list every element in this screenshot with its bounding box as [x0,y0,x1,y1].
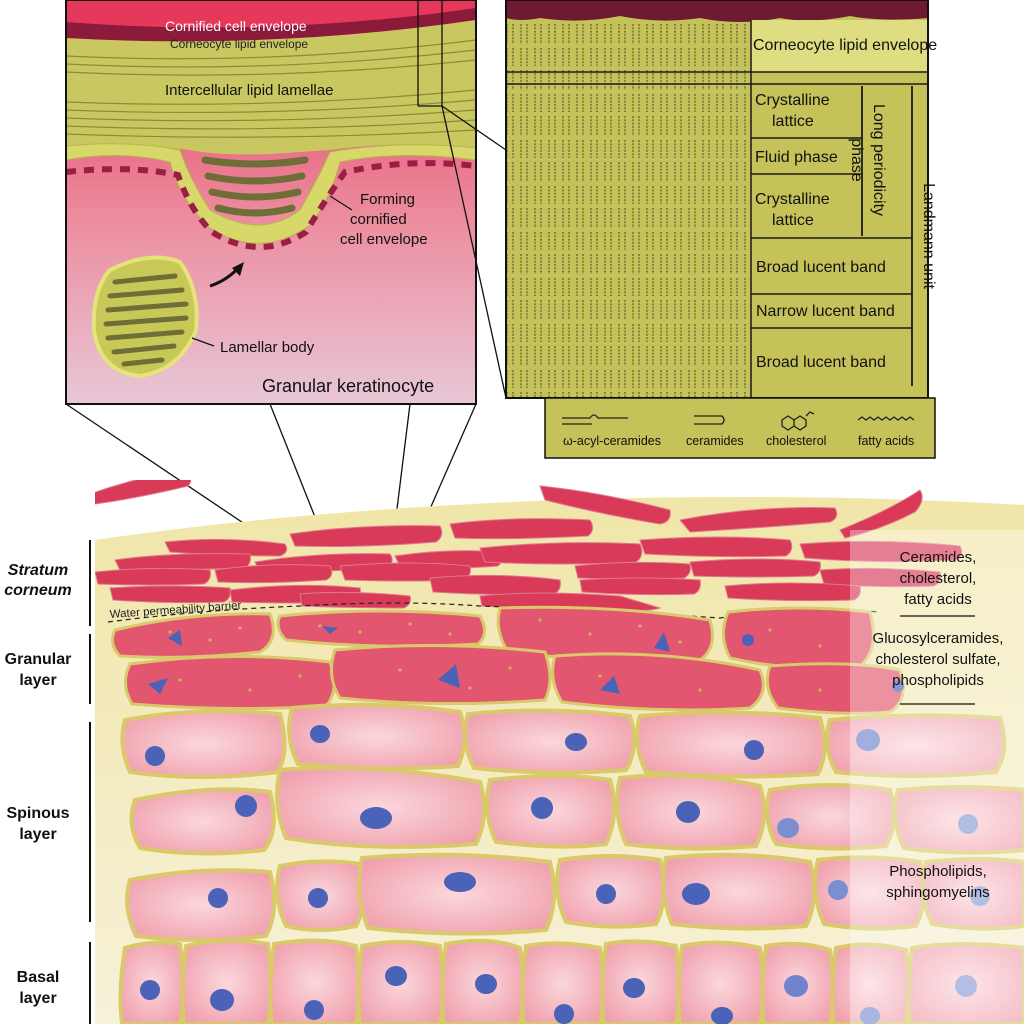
lamellar-body-leader [191,337,215,347]
lipids-spin-1: Phospholipids, [889,863,987,880]
fatty-acid-icon [857,416,915,421]
label-stratum-corneum-2: corneum [4,582,72,599]
lipids-sc-1: Ceramides, [900,549,977,566]
lipid-molecule-pattern [506,20,751,398]
label-long-periodicity: Long periodicity [870,104,887,216]
label-lamellar-body: Lamellar body [220,339,315,356]
legend: ω-acyl-ceramides ceramides cholesterol f… [544,397,936,459]
right-inset [506,0,928,398]
label-forming-line3: cell envelope [340,231,428,248]
band-label-corneocyte-lipid-envelope: Corneocyte lipid envelope [753,37,937,54]
label-spinous-2: layer [19,826,56,843]
lamellae-lines [66,39,476,138]
forming-envelope-leader [329,195,353,211]
label-granular-keratinocyte: Granular keratinocyte [262,376,434,396]
basal-cells [118,938,1024,1024]
band-label-broad-lucent-1: Broad lucent band [756,259,886,276]
band-label-crystalline-2a: Crystalline [755,191,830,208]
band-bg-corneocyte [751,20,928,72]
corneocyte-top-band [506,0,928,22]
basal-nuclei [140,966,977,1024]
label-granular-2: layer [19,672,56,689]
band-label-crystalline-1b: lattice [772,113,814,130]
cornified-envelope-band [66,8,476,42]
long-periodicity-line1: Long periodicity [870,104,887,216]
left-inset-border [65,0,477,405]
lipids-gran-3: phospholipids [892,672,984,689]
label-corneocyte-lipid-envelope: Corneocyte lipid envelope [170,37,308,51]
right-fade [850,530,1024,1024]
band-label-broad-lucent-2: Broad lucent band [756,354,886,371]
left-inset [66,0,476,404]
corneocyte-region [66,0,476,28]
label-cornified-envelope: Cornified cell envelope [165,18,307,34]
band-label-crystalline-2b: lattice [772,212,814,229]
forming-cornified-envelope-dashes [66,160,476,250]
lipids-sc-2: cholesterol, [900,570,977,587]
label-landmann-unit: Landmann unit [920,183,937,289]
legend-label-cholesterol: cholesterol [766,434,826,448]
omega-acyl-ceramide-icon [562,414,628,425]
label-spinous-1: Spinous [6,805,69,822]
legend-icons [562,411,915,431]
band-label-crystalline-1a: Crystalline [755,92,830,109]
granular-nuclei [148,626,904,694]
label-basal-2: layer [19,990,56,1007]
label-granular-1: Granular [5,651,72,668]
band-dividers [506,20,928,398]
long-periodicity-line2: phase [848,138,865,182]
legend-box [544,397,936,459]
epidermis-tissue [95,480,1024,1024]
lamellar-body-lamellae [103,273,189,367]
granular-cells [110,605,905,715]
lipids-gran-1: Glucosylceramides, [873,630,1004,647]
label-long-periodicity-2: phase [848,138,865,182]
legend-label-omega-acyl-ceramides: ω-acyl-ceramides [563,434,661,448]
label-forming-line1: Forming [360,191,415,208]
legend-label-fatty-acids: fatty acids [858,434,914,448]
cholesterol-icon [781,411,815,431]
spinous-nuclei [145,725,990,908]
label-intercellular-lipid-lamellae: Intercellular lipid lamellae [165,82,333,99]
lipids-sc-3: fatty acids [904,591,972,608]
lipids-gran-2: cholesterol sulfate, [875,651,1000,668]
corneocytes [95,480,963,612]
legend-label-ceramides: ceramides [686,434,744,448]
lipids-spin-2: sphingomyelins [886,884,989,901]
secreted-lamellae [201,156,309,217]
band-label-fluid-phase: Fluid phase [755,149,838,166]
label-basal-1: Basal [17,969,60,986]
landmann-unit-text: Landmann unit [920,183,937,289]
label-forming-line2: cornified [350,211,407,228]
band-label-narrow-lucent: Narrow lucent band [756,303,895,320]
label-stratum-corneum-1: Stratum [8,562,68,579]
ceramide-icon [694,415,725,425]
arrow-head-icon [232,262,244,276]
